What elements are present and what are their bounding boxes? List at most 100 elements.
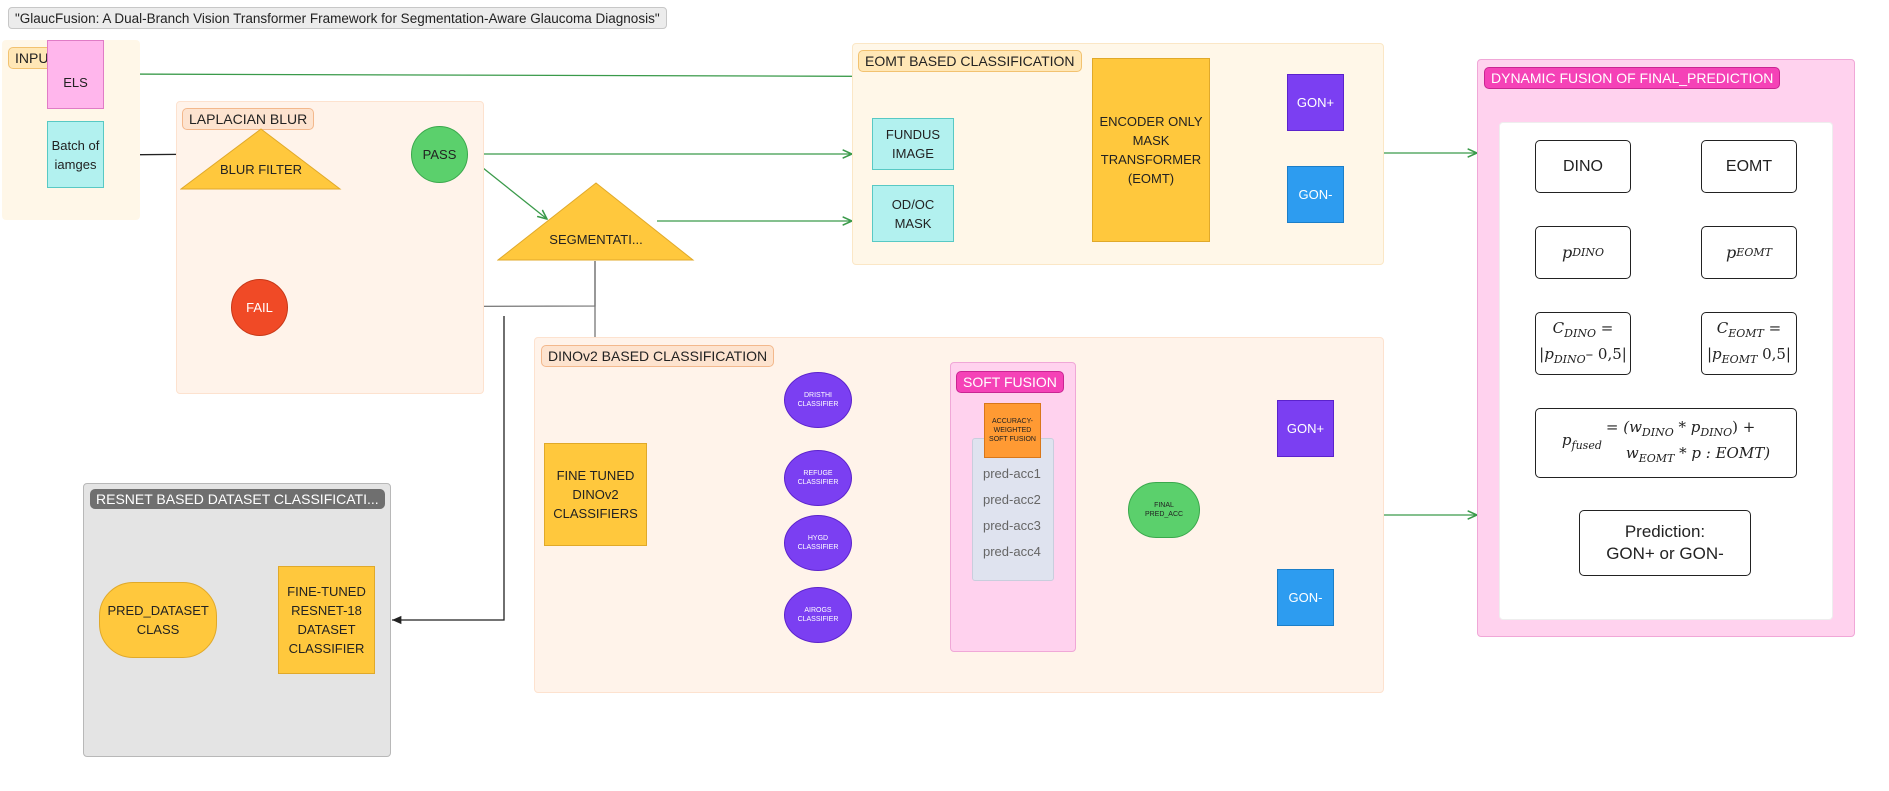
c-eomt-abs-open: |p bbox=[1707, 344, 1722, 363]
p-eomt-symbol: p bbox=[1726, 243, 1737, 262]
c-dino-line1: CDINO = bbox=[1553, 318, 1614, 344]
pred-acc-2: pred-acc2 bbox=[983, 492, 1041, 507]
eomt-gon-pos-label: GON+ bbox=[1296, 95, 1335, 110]
fundus-image-box: FUNDUS IMAGE bbox=[872, 118, 954, 170]
p-dino-subscript: DINO bbox=[1572, 246, 1605, 259]
page-title: "GlaucFusion: A Dual-Branch Vision Trans… bbox=[8, 7, 667, 29]
resnet18-label: FINE-TUNED RESNET-18 DATASET CLASSIFIER bbox=[287, 584, 366, 656]
c-eomt-box: CEOMT = |pEOMT 0,5| bbox=[1701, 312, 1797, 375]
els-label: ELS bbox=[63, 75, 88, 90]
dristhi-classifier-label: DRISTHI CLASSIFIER bbox=[797, 392, 839, 408]
pred-acc-1: pred-acc1 bbox=[983, 466, 1041, 481]
dinov2-tag: DINOv2 BASED CLASSIFICATION bbox=[541, 345, 775, 367]
dino-gon-neg-label: GON- bbox=[1288, 590, 1323, 605]
p-fused-subscript: fused bbox=[1571, 439, 1602, 452]
p-fused-bottom-line: wEOMT * p : EOMT) bbox=[1606, 443, 1770, 469]
p-fused-top-start: = (w bbox=[1605, 418, 1642, 436]
p-fused-bottom-sub: EOMT bbox=[1638, 452, 1675, 465]
c-dino-equals: = bbox=[1595, 318, 1614, 337]
eomt-gon-neg-box: GON- bbox=[1287, 166, 1344, 223]
c-eomt-line2: |pEOMT 0,5| bbox=[1707, 344, 1791, 370]
p-dino-symbol: p bbox=[1561, 243, 1573, 262]
fail-node: FAIL bbox=[231, 279, 288, 336]
c-dino-symbol: C bbox=[1552, 318, 1565, 337]
p-fused-top-sub2: DINO bbox=[1700, 426, 1733, 439]
refuge-classifier-node: REFUGE CLASSIFIER bbox=[784, 450, 852, 506]
arrow-to-resnet-branch bbox=[392, 316, 505, 625]
blur-filter-triangle bbox=[180, 128, 342, 190]
c-dino-subscript: DINO bbox=[1564, 326, 1596, 340]
c-eomt-abs-rest: 0,5| bbox=[1757, 344, 1791, 363]
p-fused-top-end: ) + bbox=[1732, 418, 1756, 436]
final-pred-acc-label: FINAL PRED_ACC bbox=[1144, 502, 1184, 518]
pred-acc-3: pred-acc3 bbox=[983, 518, 1041, 533]
final-pred-acc-node: FINAL PRED_ACC bbox=[1128, 482, 1200, 538]
pred-dataset-class-node: PRED_DATASET CLASS bbox=[99, 582, 217, 658]
fusion-dino-box: DINO bbox=[1535, 140, 1631, 193]
dristhi-classifier-node: DRISTHI CLASSIFIER bbox=[784, 372, 852, 428]
dino-gon-neg-box: GON- bbox=[1277, 569, 1334, 626]
dino-gon-pos-box: GON+ bbox=[1277, 400, 1334, 457]
c-dino-abs-rest: – 0,5| bbox=[1585, 344, 1627, 363]
fail-label: FAIL bbox=[246, 300, 273, 315]
airogs-classifier-label: AIROGS CLASSIFIER bbox=[797, 607, 839, 623]
p-fused-box: pfused = (wDINO * pDINO) + wEOMT * p : E… bbox=[1535, 408, 1797, 478]
batch-label: Batch of iamges bbox=[51, 137, 100, 172]
c-eomt-abs-subscript: EOMT bbox=[1721, 352, 1758, 366]
c-dino-abs-subscript: DINO bbox=[1553, 352, 1586, 366]
eomt-encoder-label: ENCODER ONLY MASK TRANSFORMER (EOMT) bbox=[1099, 114, 1203, 186]
p-fused-top-mid: * p bbox=[1673, 418, 1701, 436]
finetuned-dinov2-label: FINE TUNED DINOv2 CLASSIFIERS bbox=[553, 468, 638, 521]
eomt-tag: EOMT BASED CLASSIFICATION bbox=[858, 50, 1082, 72]
pass-label: PASS bbox=[422, 147, 457, 162]
c-eomt-equals: = bbox=[1763, 318, 1782, 337]
dino-gon-pos-label: GON+ bbox=[1286, 421, 1325, 436]
airogs-classifier-node: AIROGS CLASSIFIER bbox=[784, 587, 852, 643]
els-box: ELS bbox=[47, 40, 104, 109]
p-fused-top-line: = (wDINO * pDINO) + bbox=[1606, 417, 1756, 443]
odoc-mask-box: OD/OC MASK bbox=[872, 185, 954, 242]
p-fused-bottom-start: w bbox=[1625, 444, 1639, 462]
pred-acc-4: pred-acc4 bbox=[983, 544, 1041, 559]
segmentation-triangle bbox=[497, 182, 695, 261]
c-eomt-symbol: C bbox=[1716, 318, 1729, 337]
pred-dataset-class-label: PRED_DATASET CLASS bbox=[107, 603, 209, 637]
accuracy-weighted-box: ACCURACY-WEIGHTED SOFT FUSION bbox=[984, 403, 1041, 458]
fusion-dino-label: DINO bbox=[1563, 157, 1603, 175]
p-eomt-subscript: EOMT bbox=[1736, 246, 1772, 259]
prediction-box: Prediction: GON+ or GON- bbox=[1579, 510, 1751, 576]
batch-of-images-box: Batch of iamges bbox=[47, 121, 104, 188]
soft-fusion-tag: SOFT FUSION bbox=[956, 371, 1064, 393]
pass-node: PASS bbox=[411, 126, 468, 183]
p-fused-lhs: pfused bbox=[1562, 430, 1602, 456]
c-eomt-line1: CEOMT = bbox=[1717, 318, 1781, 344]
p-fused-top-sub1: DINO bbox=[1641, 426, 1674, 439]
p-fused-rhs: = (wDINO * pDINO) + wEOMT * p : EOMT) bbox=[1606, 417, 1770, 469]
p-fused-symbol: p bbox=[1561, 431, 1572, 449]
resnet-tag: RESNET BASED DATASET CLASSIFICATI... bbox=[90, 489, 385, 509]
fusion-eomt-label: EOMT bbox=[1725, 157, 1773, 175]
c-dino-abs-open: |p bbox=[1539, 344, 1554, 363]
prediction-label: Prediction: GON+ or GON- bbox=[1606, 522, 1724, 563]
hygd-classifier-label: HYGD CLASSIFIER bbox=[797, 535, 839, 551]
dynamic-fusion-tag: DYNAMIC FUSION OF FINAL_PREDICTION bbox=[1484, 67, 1781, 89]
fundus-label: FUNDUS IMAGE bbox=[885, 127, 941, 161]
hygd-classifier-node: HYGD CLASSIFIER bbox=[784, 515, 852, 571]
c-dino-line2: |pDINO– 0,5| bbox=[1539, 344, 1627, 370]
c-dino-box: CDINO = |pDINO– 0,5| bbox=[1535, 312, 1631, 375]
accuracy-weighted-label: ACCURACY-WEIGHTED SOFT FUSION bbox=[989, 418, 1036, 443]
laplacian-blur-tag: LAPLACIAN BLUR bbox=[182, 108, 315, 130]
fusion-eomt-box: EOMT bbox=[1701, 140, 1797, 193]
refuge-classifier-label: REFUGE CLASSIFIER bbox=[797, 470, 839, 486]
finetuned-dinov2-box: FINE TUNED DINOv2 CLASSIFIERS bbox=[544, 443, 647, 546]
eomt-encoder-box: ENCODER ONLY MASK TRANSFORMER (EOMT) bbox=[1092, 58, 1210, 242]
p-fused-bottom-end: * p : EOMT) bbox=[1674, 444, 1771, 462]
blur-filter-label: BLUR FILTER bbox=[219, 161, 303, 177]
c-eomt-subscript: EOMT bbox=[1728, 326, 1764, 340]
pred-acc-panel bbox=[972, 438, 1054, 581]
segmentation-label: SEGMENTATI... bbox=[549, 231, 643, 247]
resnet18-box: FINE-TUNED RESNET-18 DATASET CLASSIFIER bbox=[278, 566, 375, 674]
eomt-gon-pos-box: GON+ bbox=[1287, 74, 1344, 131]
